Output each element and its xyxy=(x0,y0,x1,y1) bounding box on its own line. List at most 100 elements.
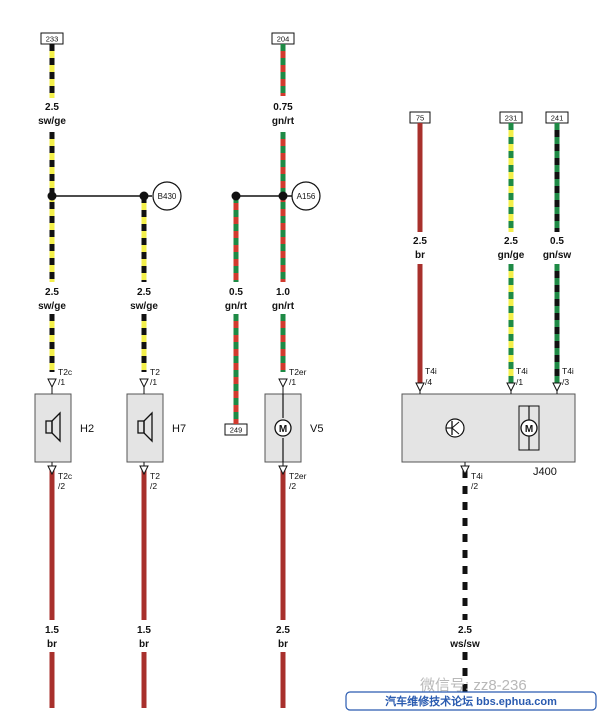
wire-label-w8: 2.5 ws/sw xyxy=(449,625,480,650)
svg-text:M: M xyxy=(279,424,287,435)
pin-h2-bot: T2c /2 xyxy=(47,462,73,491)
wire-label-w6: 2.5 gn/ge xyxy=(498,236,525,261)
component-h7-label: H7 xyxy=(172,423,186,435)
connector-a156-label: A156 xyxy=(297,192,316,201)
svg-text:T4i: T4i xyxy=(425,366,437,376)
svg-text:/2: /2 xyxy=(58,481,65,491)
terminal-204-label: 204 xyxy=(277,35,290,44)
svg-text:/3: /3 xyxy=(562,377,569,387)
svg-text:/2: /2 xyxy=(289,481,296,491)
wire-label-w5: 2.5 br xyxy=(413,236,427,261)
pin-h2-top: T2c /1 xyxy=(47,367,73,394)
svg-text:sw/ge: sw/ge xyxy=(38,301,66,312)
svg-text:T2: T2 xyxy=(150,471,160,481)
svg-text:0.5: 0.5 xyxy=(550,236,564,247)
svg-text:sw/ge: sw/ge xyxy=(130,301,158,312)
svg-text:gn/sw: gn/sw xyxy=(543,250,572,261)
svg-text:br: br xyxy=(47,639,57,650)
pin-v5-top: T2er /1 xyxy=(278,367,307,394)
svg-text:ws/sw: ws/sw xyxy=(449,639,480,650)
svg-text:T2c: T2c xyxy=(58,367,73,377)
wire-label-w2-bot: 1.5 br xyxy=(137,625,151,650)
svg-text:2.5: 2.5 xyxy=(413,236,427,247)
svg-text:T2: T2 xyxy=(150,367,160,377)
pin-j400-3: T4i /3 xyxy=(552,366,574,394)
svg-text:M: M xyxy=(525,424,533,435)
svg-text:T2c: T2c xyxy=(58,471,73,481)
wire-label-w4-bot: 2.5 br xyxy=(276,625,290,650)
component-v5-label: V5 xyxy=(310,423,323,435)
terminal-249-label: 249 xyxy=(230,426,243,435)
component-v5: M V5 xyxy=(264,393,323,463)
svg-text:2.5: 2.5 xyxy=(276,625,290,636)
svg-text:0.5: 0.5 xyxy=(229,287,243,298)
terminal-box-249: 249 xyxy=(224,423,248,436)
svg-text:gn/rt: gn/rt xyxy=(272,301,295,312)
svg-text:/2: /2 xyxy=(471,481,478,491)
pin-j400-4: T4i /4 xyxy=(415,366,437,394)
wire-label-w2-mid: 2.5 sw/ge xyxy=(130,287,158,312)
svg-text:1.0: 1.0 xyxy=(276,287,290,298)
svg-text:0.75: 0.75 xyxy=(273,102,293,113)
component-h7: H7 xyxy=(126,393,186,463)
terminal-75-label: 75 xyxy=(416,114,424,123)
terminal-box-75: 75 xyxy=(409,111,431,124)
svg-text:/2: /2 xyxy=(150,481,157,491)
terminal-233-label: 233 xyxy=(46,35,59,44)
terminal-box-233: 233 xyxy=(40,32,64,45)
svg-text:br: br xyxy=(139,639,149,650)
component-j400: M J400 xyxy=(401,393,576,478)
splice-b430: B430 xyxy=(47,181,182,211)
svg-text:T4i: T4i xyxy=(562,366,574,376)
pin-j400-2: T4i /2 xyxy=(460,462,483,491)
svg-text:T2er: T2er xyxy=(289,367,307,377)
svg-text:2.5: 2.5 xyxy=(504,236,518,247)
terminal-box-204: 204 xyxy=(271,32,295,45)
svg-text:br: br xyxy=(278,639,288,650)
terminal-box-241: 241 xyxy=(545,111,569,124)
watermark-text: 微信号: zz8-236 xyxy=(420,677,527,694)
svg-text:T4i: T4i xyxy=(516,366,528,376)
pin-v5-bot: T2er /2 xyxy=(278,462,307,491)
speaker-icon xyxy=(137,411,153,443)
svg-text:gn/rt: gn/rt xyxy=(272,116,295,127)
component-j400-label: J400 xyxy=(533,466,557,478)
svg-text:2.5: 2.5 xyxy=(458,625,472,636)
svg-text:2.5: 2.5 xyxy=(45,287,59,298)
svg-text:T2er: T2er xyxy=(289,471,307,481)
svg-text:2.5: 2.5 xyxy=(137,287,151,298)
svg-text:2.5: 2.5 xyxy=(45,102,59,113)
svg-text:1.5: 1.5 xyxy=(137,625,151,636)
svg-text:/1: /1 xyxy=(58,377,65,387)
watermark-banner: 汽车维修技术论坛 bbs.ephua.com xyxy=(385,694,557,708)
svg-text:br: br xyxy=(415,250,425,261)
pin-h7-bot: T2 /2 xyxy=(139,462,160,491)
wire-label-w4-mid: 1.0 gn/rt xyxy=(272,287,295,312)
svg-text:T4i: T4i xyxy=(471,471,483,481)
wire-label-w1-mid: 2.5 sw/ge xyxy=(38,287,66,312)
svg-text:gn/rt: gn/rt xyxy=(225,301,248,312)
transistor-icon xyxy=(445,418,465,438)
svg-text:gn/ge: gn/ge xyxy=(498,250,525,261)
wire-label-w1-bot: 1.5 br xyxy=(45,625,59,650)
component-h2: H2 xyxy=(34,393,94,463)
motor-icon: M xyxy=(520,419,538,437)
svg-text:1.5: 1.5 xyxy=(45,625,59,636)
svg-text:/1: /1 xyxy=(150,377,157,387)
pin-h7-top: T2 /1 xyxy=(139,367,160,394)
wire-label-w1-top: 2.5 sw/ge xyxy=(38,102,66,127)
speaker-icon xyxy=(45,411,61,443)
wire-label-w3-mid: 0.5 gn/rt xyxy=(225,287,248,312)
motor-icon: M xyxy=(274,419,292,437)
wire-label-w7: 0.5 gn/sw xyxy=(543,236,572,261)
svg-text:/1: /1 xyxy=(289,377,296,387)
terminal-241-label: 241 xyxy=(551,114,564,123)
svg-text:/4: /4 xyxy=(425,377,432,387)
splice-a156: A156 xyxy=(231,181,321,211)
svg-text:/1: /1 xyxy=(516,377,523,387)
component-h2-label: H2 xyxy=(80,423,94,435)
pin-j400-1: T4i /1 xyxy=(506,366,528,394)
svg-text:sw/ge: sw/ge xyxy=(38,116,66,127)
watermark: 微信号: zz8-236 汽车维修技术论坛 bbs.ephua.com xyxy=(345,677,597,711)
